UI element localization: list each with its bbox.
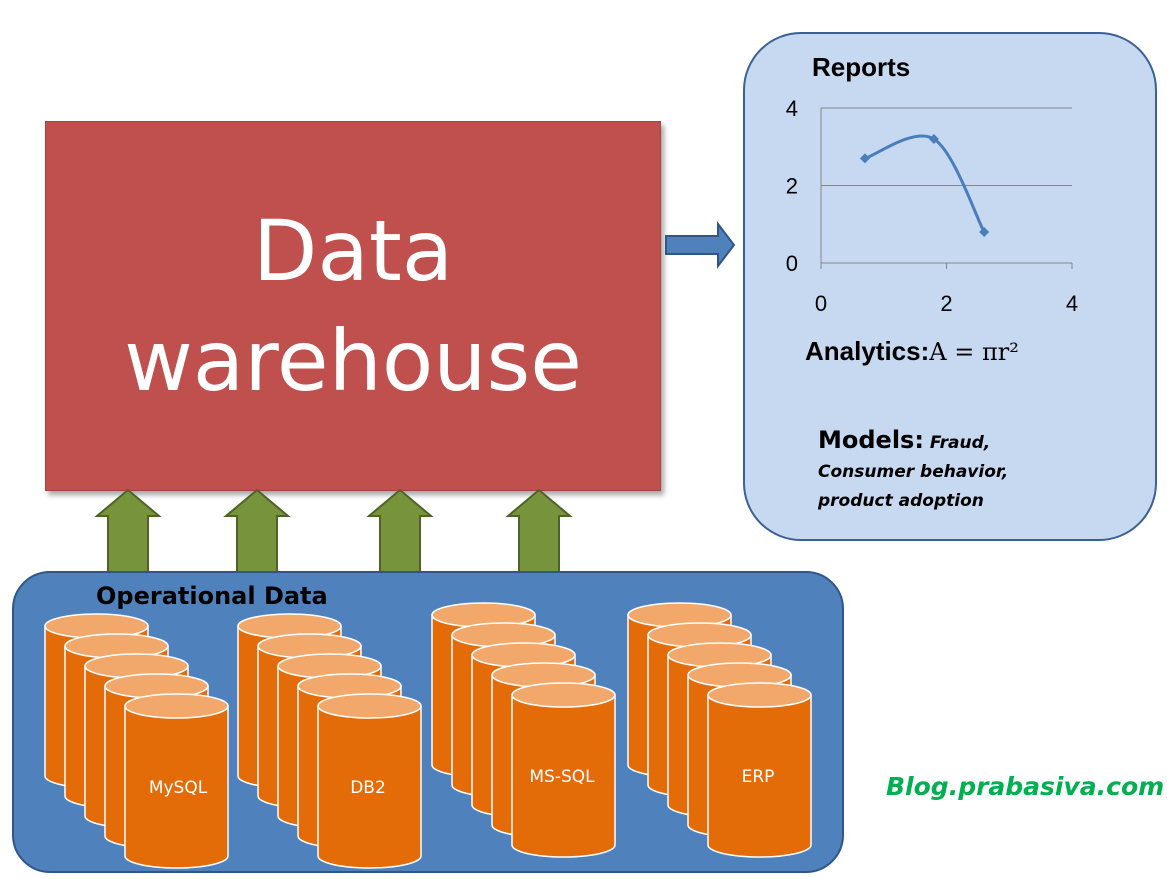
chart-point-2 [979, 227, 990, 237]
db-stack-erp [627, 602, 812, 858]
models-text: Models: Fraud, Consumer behavior, produc… [818, 426, 1118, 516]
db-stack-mssql [431, 602, 616, 858]
db-cylinder-erp-4 [707, 682, 812, 858]
operational-data-title: Operational Data [96, 582, 328, 610]
data-warehouse-title-line2: warehouse [124, 312, 582, 410]
db-label-db2: DB2 [350, 778, 386, 798]
data-warehouse-title-line1: Data [252, 202, 454, 300]
chart-point-1 [928, 134, 939, 144]
chart-x-tick-label-1: 2 [940, 291, 952, 316]
db2-to-warehouse-arrow [223, 488, 291, 575]
db-label-mssql: MS-SQL [529, 767, 595, 787]
reports-panel: Reports 0 2 4 0 2 4 Analytics:A = πr² Models:… [743, 32, 1157, 541]
reports-title: Reports [812, 52, 911, 82]
chart-y-tick-label-2: 4 [786, 96, 798, 121]
models-label: Models: [818, 426, 924, 454]
db-cylinder-db2-4 [317, 693, 422, 869]
analytics-text: Analytics:A = πr² [805, 336, 1019, 367]
chart-point-0 [859, 153, 870, 164]
db-label-mysql: MySQL [148, 778, 208, 798]
analytics-formula: A = πr² [929, 338, 1019, 366]
models-item-2: Consumer behavior, [818, 462, 1009, 482]
db-label-erp: ERP [741, 767, 775, 787]
db-cylinder-mysql-4 [124, 693, 229, 869]
erp-to-warehouse-arrow [505, 488, 573, 575]
chart-y-tick-label-1: 2 [786, 174, 798, 199]
chart-x-tick-label-0: 0 [815, 291, 827, 316]
blog-watermark: Blog.prabasiva.com [886, 772, 1165, 801]
models-item-1: Fraud, [929, 433, 991, 453]
analytics-label: Analytics: [805, 336, 930, 366]
models-item-3: product adoption [818, 491, 984, 511]
chart-y-tick-label-0: 0 [786, 251, 798, 276]
warehouse-to-reports-arrow [665, 221, 736, 269]
db-stack-mysql [44, 613, 229, 869]
db-cylinder-mssql-4 [511, 682, 616, 858]
mysql-to-warehouse-arrow [94, 488, 162, 575]
reports-line-chart: 0 2 4 0 2 4 [786, 96, 1078, 316]
mssql-to-warehouse-arrow [366, 488, 434, 575]
chart-x-tick-label-2: 4 [1066, 291, 1078, 316]
data-warehouse-box: Data warehouse [45, 121, 661, 491]
db-stack-db2 [237, 613, 422, 869]
